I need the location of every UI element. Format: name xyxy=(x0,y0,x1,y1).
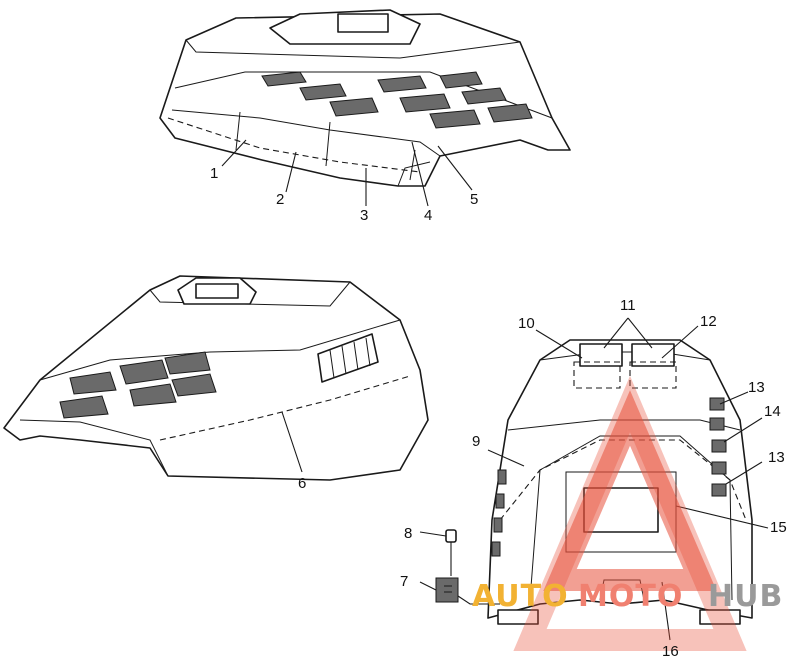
hood-side-view xyxy=(3,275,429,481)
callout-14: 14 xyxy=(764,403,781,420)
callout-numbers: 1 2 3 4 5 6 7 8 9 10 11 12 13 14 13 15 1… xyxy=(210,165,787,658)
callout-12: 12 xyxy=(700,313,717,330)
callout-15: 15 xyxy=(770,519,787,536)
watermark-logo: AUTO MOTO HUB xyxy=(472,375,783,651)
callout-10: 10 xyxy=(518,315,535,332)
part-8-screw xyxy=(445,529,457,543)
callout-4: 4 xyxy=(424,207,432,224)
callout-3: 3 xyxy=(360,207,368,224)
callout-6: 6 xyxy=(298,475,306,492)
callout-5: 5 xyxy=(470,191,478,208)
watermark-text-moto: MOTO xyxy=(578,579,683,614)
callout-13b: 13 xyxy=(768,449,785,466)
callout-8: 8 xyxy=(404,525,412,542)
callout-16: 16 xyxy=(662,643,679,658)
callout-1: 1 xyxy=(210,165,218,182)
callout-2: 2 xyxy=(276,191,284,208)
hood-top-view xyxy=(159,9,571,187)
leader-lines xyxy=(221,139,769,641)
callout-11: 11 xyxy=(620,297,636,314)
callout-9: 9 xyxy=(472,433,480,450)
hood-top-vents xyxy=(261,71,533,129)
hood-rear-side-vents xyxy=(491,397,727,557)
hood-side-vents xyxy=(59,351,217,419)
watermark-text-auto: AUTO xyxy=(472,579,569,614)
watermark-text-hub: HUB xyxy=(708,579,783,614)
callout-13: 13 xyxy=(748,379,765,396)
part-7-clip xyxy=(435,577,459,603)
callout-7: 7 xyxy=(400,573,408,590)
